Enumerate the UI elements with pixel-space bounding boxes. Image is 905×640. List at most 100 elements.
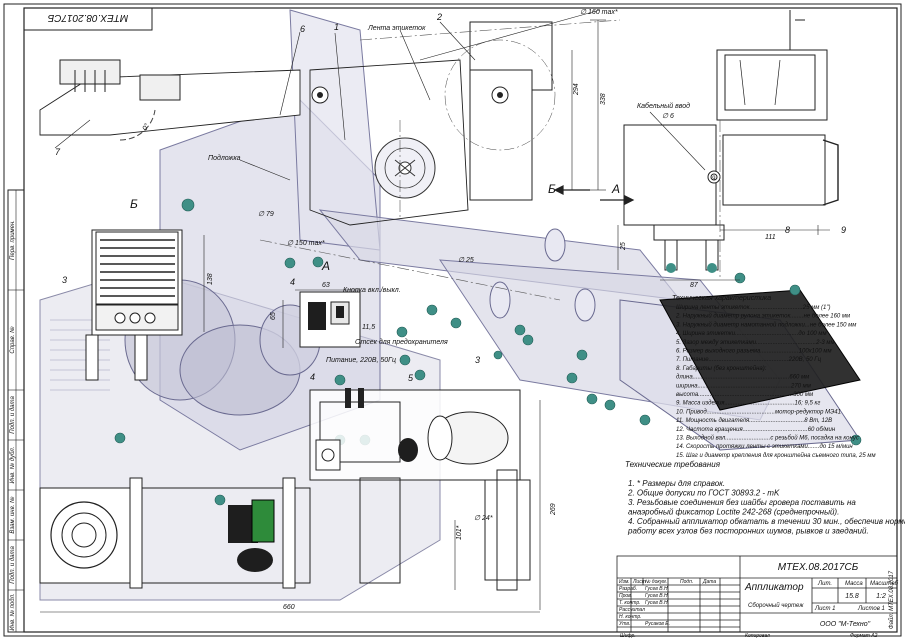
electronics-box xyxy=(309,388,521,481)
outer-frame xyxy=(3,3,902,637)
side-sprav: Справ. № xyxy=(9,326,16,354)
tb-p-prov: Гусев В.Н. xyxy=(645,593,669,599)
tb-razrab: Разраб. xyxy=(619,586,637,592)
tech-req-item: анаэробный фиксатор Loctite 242-268 (сре… xyxy=(628,508,839,517)
dim-87: 87 xyxy=(690,282,699,289)
switch-panel xyxy=(299,291,361,348)
callout-1: 1 xyxy=(334,22,339,32)
tb-nkontr: Н. контр. xyxy=(619,614,642,620)
dim-660: 660 xyxy=(283,604,295,611)
tech-chars-heading: Техническая характеристика xyxy=(672,295,771,302)
tb-masshtab: Масштаб xyxy=(870,581,899,587)
dim-angle: 0° xyxy=(141,122,151,132)
tech-char-row: 13. Выходной вал........................… xyxy=(676,435,859,442)
dim-63: 63 xyxy=(322,282,330,289)
side-vzam-inv: Взам. инв. № xyxy=(9,496,16,534)
tech-char-row: 6. Размер выходного разъема.............… xyxy=(676,349,832,355)
dim-294: 294 xyxy=(573,83,580,96)
tech-char-row: 7. Питание..............................… xyxy=(676,357,822,363)
tb-masshtab-val: 1:2 xyxy=(876,593,886,600)
tb-col-list: Лист xyxy=(632,579,646,585)
view-b-main: Б xyxy=(130,197,138,211)
title-block xyxy=(616,555,898,633)
dim-6: ∅ 6 xyxy=(662,113,674,120)
tech-char-row: 14. Скорость протяжки ленты с этикетками… xyxy=(676,444,853,450)
tech-char-row: 2. Наружный диаметр рулона этикеток.....… xyxy=(675,313,850,320)
dim-25-vert: 25 xyxy=(620,242,627,251)
side-podp-data-1: Подп. и дата xyxy=(10,396,16,434)
tb-shifr: Шифр. xyxy=(620,633,636,639)
upper-cover xyxy=(444,21,556,201)
dim-11-5: 11,5 xyxy=(362,324,375,331)
tech-char-row: 10. Привод..............................… xyxy=(676,409,841,415)
view-a-main: А xyxy=(321,259,330,273)
top-code-box: МТЕХ.08.2017СБ xyxy=(23,7,153,31)
title-doc-type: Сборочный чертеж xyxy=(748,602,804,609)
tech-req-item: 3. Резьбовые соединения без шайбы гровер… xyxy=(628,498,856,507)
callout-3b: 3 xyxy=(475,355,480,365)
callout-3: 3 xyxy=(62,275,67,285)
dim-138: 138 xyxy=(207,273,214,285)
view-a-side: А xyxy=(611,182,620,196)
tech-char-row: ширина..................................… xyxy=(676,383,811,389)
side-podp-data-2: Подп. и дата xyxy=(10,546,16,584)
title-name: Аппликатор xyxy=(744,582,804,593)
callout-5: 5 xyxy=(408,373,414,383)
tb-listov: Листов 1 xyxy=(857,606,885,612)
tech-char-row: длина...................................… xyxy=(676,375,809,381)
side-inv-dubl: Инв. № дубл. xyxy=(9,447,16,484)
tech-char-row: 4. Ширина этикетки......................… xyxy=(676,331,827,337)
tb-p-tkontr: Гусев В.Н. xyxy=(645,600,669,606)
top-left-assembly xyxy=(39,59,301,141)
tech-char-row: 12. Частота вращения....................… xyxy=(676,427,836,433)
tech-req-item: 1. * Размеры для справок. xyxy=(628,479,725,488)
left-side-strip: Перв. примен. Справ. № Подп. и дата Инв.… xyxy=(7,189,25,633)
top-code-text: МТЕХ.08.2017СБ xyxy=(47,12,128,23)
dim-150: ∅ 150 max* xyxy=(287,240,325,247)
label-pitanie: Питание, 220В, 50Гц xyxy=(326,357,396,364)
side-perv-primen: Перв. примен. xyxy=(10,220,16,260)
dim-338: 338 xyxy=(600,93,607,105)
dim-160: ∅ 160 max* xyxy=(580,9,618,16)
tb-p-razrab: Гусев В.Н. xyxy=(645,586,669,592)
centre-lines xyxy=(259,19,721,301)
tb-p-utv: Русаков Е. xyxy=(645,621,670,627)
lower-detail xyxy=(39,469,531,591)
dim-r9: 9 xyxy=(712,176,716,182)
tb-lit: Лит. xyxy=(817,581,832,587)
tech-chars-list: Ширина ленты этикеток...................… xyxy=(675,305,876,459)
tb-col-docnum: № докум. xyxy=(645,579,667,585)
label-predohr: Отсек для предохранителя xyxy=(355,338,448,346)
tech-req-list: 1. * Размеры для справок.2. Общие допуск… xyxy=(627,479,905,536)
leader-lines xyxy=(54,9,819,235)
tech-req-item: работу всех узлов без посторонних шумов,… xyxy=(627,527,869,536)
dim-269: 269 xyxy=(550,503,557,516)
tech-char-row: Ширина ленты этикеток...................… xyxy=(676,305,830,311)
dimension-lines xyxy=(40,19,830,613)
tech-requirements: Технические требования 1. * Размеры для … xyxy=(625,460,905,536)
callout-4b: 4 xyxy=(310,372,315,382)
tb-utv: Утв. xyxy=(619,621,630,627)
green-bolts xyxy=(114,198,862,506)
tb-col-podp: Подп. xyxy=(680,579,693,585)
callout-9: 9 xyxy=(841,225,846,235)
dim-24: ∅ 24* xyxy=(474,515,493,522)
dim-111: 111 xyxy=(765,234,776,241)
tb-format: Формат А2 xyxy=(850,633,878,639)
side-inv-podl: Инв. № подл. xyxy=(9,593,16,630)
tb-kopiroval: Копировал xyxy=(745,633,770,639)
title-code: МТЕХ.08.2017СБ xyxy=(778,562,859,573)
tb-rasschital: Рассчитал xyxy=(619,607,645,613)
tech-characteristics: Техническая характеристика Ширина ленты … xyxy=(672,295,876,459)
tech-req-item: 4. Собранный аппликатор обкатать в течен… xyxy=(628,517,905,526)
callout-4: 4 xyxy=(290,277,295,287)
tech-char-row: 5. Зазор между этикетками...............… xyxy=(676,340,835,346)
side-view xyxy=(623,10,839,273)
side-file-label: Файл: МТЕХ.08.2017 xyxy=(888,570,895,629)
tb-massa: Масса xyxy=(845,581,863,587)
front-block xyxy=(659,289,861,411)
title-company: ООО "М-Техно" xyxy=(820,621,871,628)
label-knopka: Кнопка вкл./выкл. xyxy=(343,287,401,294)
